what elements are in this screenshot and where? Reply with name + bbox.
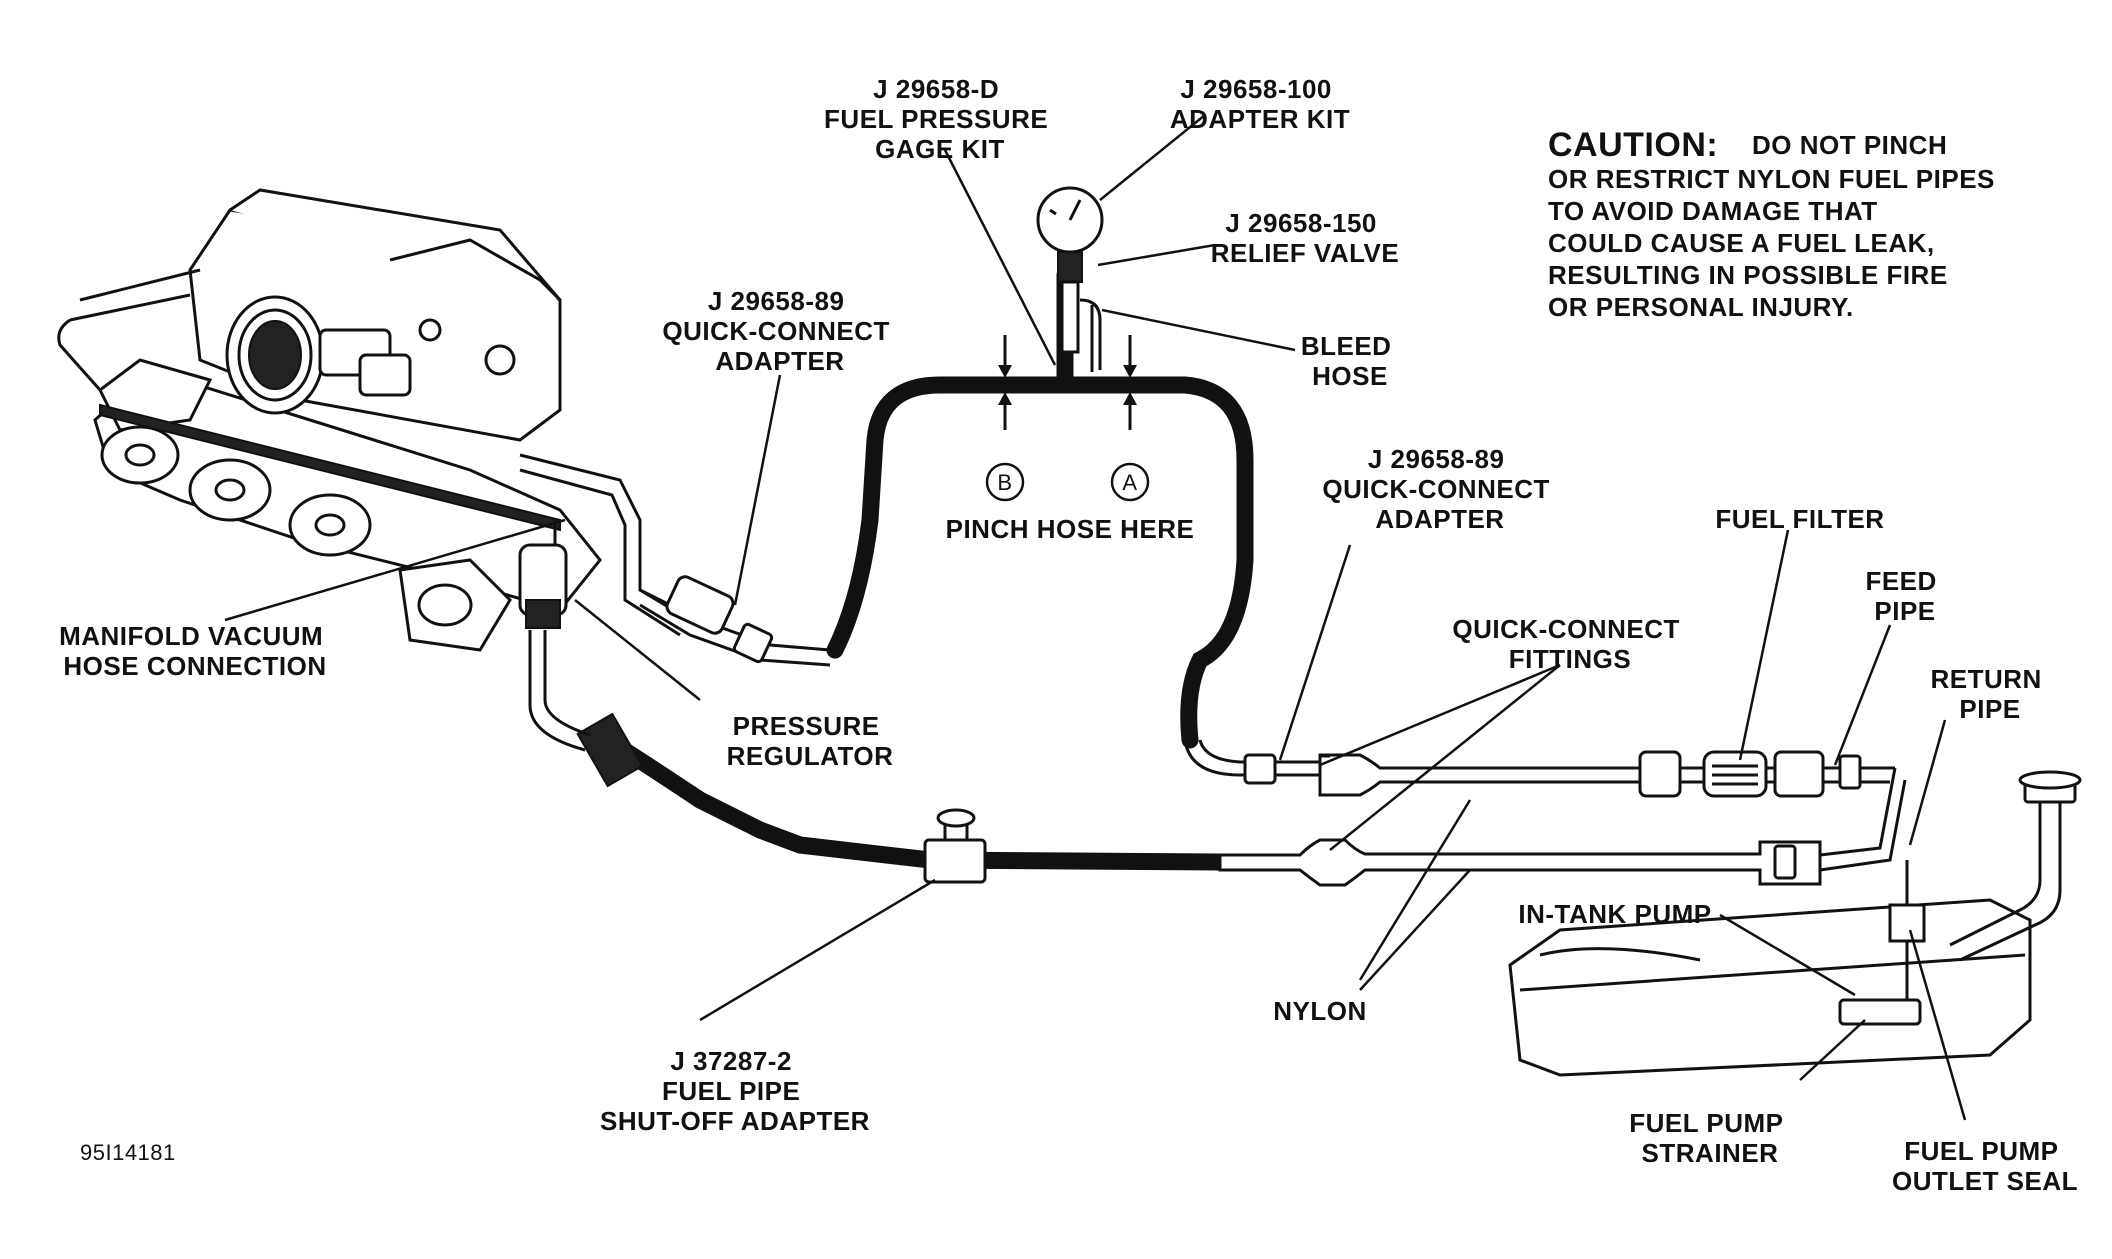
quick-connect-right-label: J 29658-89 QUICK-CONNECT ADAPTER — [1322, 444, 1557, 534]
bleed-hose-label: BLEED HOSE — [1301, 331, 1399, 391]
gage-hose — [826, 376, 1254, 749]
caution-line-2: OR RESTRICT NYLON FUEL PIPES — [1548, 164, 1995, 194]
feed-pipe-label: FEED PIPE — [1865, 566, 1944, 626]
relief-valve-label: J 29658-150 RELIEF VALVE — [1211, 208, 1400, 268]
quick-connect-left-label: J 29658-89 QUICK-CONNECT ADAPTER — [662, 286, 897, 376]
quick-connect-fittings-label: QUICK-CONNECT FITTINGS — [1452, 614, 1687, 674]
pinch-marker-a: A — [1122, 470, 1137, 495]
fuel-pump-strainer-label: FUEL PUMP STRAINER — [1629, 1108, 1791, 1168]
fuel-pump-outlet-seal-label: FUEL PUMP OUTLET SEAL — [1892, 1136, 2078, 1196]
adapter-kit-label: J 29658-100 ADAPTER KIT — [1170, 74, 1350, 134]
regulator-hose — [591, 726, 1229, 871]
strainer-part — [1838, 998, 1922, 1026]
pressure-regulator-label: PRESSURE REGULATOR — [727, 711, 894, 771]
caution-line-5: RESULTING IN POSSIBLE FIRE — [1548, 260, 1948, 290]
labels: J 29658-D FUEL PRESSURE GAGE KIT J 29658… — [59, 74, 2078, 1196]
pressure-regulator-part — [518, 520, 568, 629]
nylon-label: NYLON — [1273, 996, 1367, 1026]
pinch-markers: B A — [985, 335, 1150, 502]
fuel-filter-label: FUEL FILTER — [1715, 504, 1884, 534]
figure-id: 95I14181 — [80, 1140, 176, 1165]
caution-line-4: COULD CAUSE A FUEL LEAK, — [1548, 228, 1935, 258]
caution-line-6: OR PERSONAL INJURY. — [1548, 292, 1854, 322]
pinch-marker-b: B — [997, 470, 1012, 495]
caution-block: CAUTION: DO NOT PINCH OR RESTRICT NYLON … — [1548, 126, 1995, 322]
pinch-hose-here-label: PINCH HOSE HERE — [946, 514, 1195, 544]
leader-lines — [224, 114, 1967, 1121]
manifold-vacuum-label: MANIFOLD VACUUM HOSE CONNECTION — [59, 621, 331, 681]
in-tank-pump-label: IN-TANK PUMP — [1518, 899, 1711, 929]
engine-intake-manifold — [57, 188, 691, 652]
caution-line-1: DO NOT PINCH — [1752, 130, 1947, 160]
gage-kit-label: J 29658-D FUEL PRESSURE GAGE KIT — [824, 74, 1056, 164]
shutoff-adapter-label: J 37287-2 FUEL PIPE SHUT-OFF ADAPTER — [600, 1046, 870, 1136]
return-pipe-label: RETURN PIPE — [1930, 664, 2049, 724]
pressure-gage — [1036, 186, 1104, 372]
caution-line-3: TO AVOID DAMAGE THAT — [1548, 196, 1878, 226]
shutoff-adapter-part — [923, 838, 987, 884]
quick-connect-adapter-left-part — [665, 575, 735, 635]
fuel-tank — [1508, 770, 2082, 1077]
pinch-circle-a — [1110, 462, 1150, 502]
feed-pipe-line — [1318, 753, 1657, 797]
return-pipe-line — [1218, 838, 1822, 887]
pinch-circle-b — [985, 462, 1025, 502]
caution-heading: CAUTION: — [1548, 126, 1718, 164]
